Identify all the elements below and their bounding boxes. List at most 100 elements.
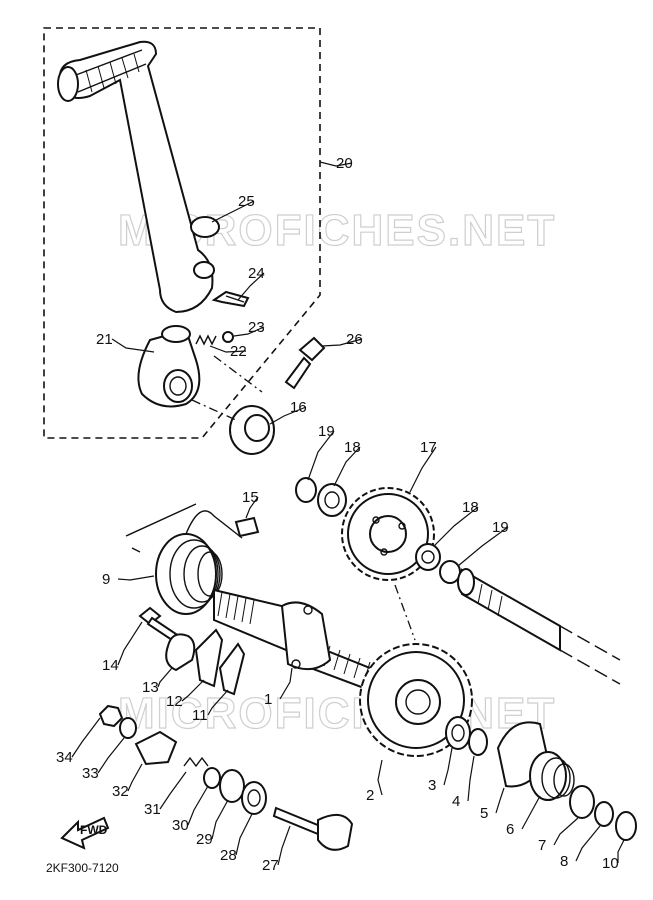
circlip-19-right (439, 560, 461, 584)
diagram-code: 2KF300-7120 (46, 861, 119, 875)
leader-line-14 (117, 621, 143, 666)
callout-12: 12 (166, 693, 183, 710)
bolt-24 (211, 290, 250, 308)
leader-line-19 (307, 430, 335, 481)
bolt-26 (284, 336, 326, 390)
spring-bracket-line (125, 503, 197, 553)
idle-shaft (457, 568, 621, 685)
leader-line-5 (495, 787, 505, 814)
leader-line-18 (433, 506, 479, 547)
callout-18: 18 (462, 499, 479, 516)
leader-line-34 (71, 717, 101, 758)
leader-line-9 (117, 575, 155, 581)
leader-line-26 (321, 338, 363, 347)
leader-line-32 (127, 763, 143, 792)
bolt-14 (138, 606, 178, 642)
leader-line-8 (575, 825, 601, 862)
leader-line-11 (207, 689, 229, 716)
watermark-bottom: MICROFICHES.NET (118, 689, 556, 738)
leader-line-16 (269, 406, 307, 425)
callout-10: 10 (602, 855, 619, 872)
callout-26: 26 (346, 331, 363, 348)
washer-3 (445, 716, 471, 750)
leader-line-15 (245, 496, 259, 519)
callout-5: 5 (480, 805, 488, 822)
leader-line-7 (553, 817, 579, 846)
callout-18: 18 (344, 439, 361, 456)
spring-31 (183, 756, 209, 768)
leader-line-30 (187, 785, 209, 826)
washer-18-right (415, 543, 441, 571)
washer-29 (219, 769, 245, 803)
pin-15 (234, 516, 260, 538)
leader-line-24 (237, 272, 265, 301)
bracket-32 (134, 730, 178, 766)
callout-33: 33 (82, 765, 99, 782)
leader-line-33 (97, 737, 125, 774)
plate-13 (165, 633, 196, 672)
callout-30: 30 (172, 817, 189, 834)
bearing-28 (241, 781, 267, 815)
leader-line-10 (617, 839, 625, 863)
fwd-arrow-icon: FWD (60, 816, 110, 850)
callout-23: 23 (248, 319, 265, 336)
callout-31: 31 (144, 801, 161, 818)
callout-8: 8 (560, 853, 568, 870)
callout-32: 32 (112, 783, 129, 800)
callout-16: 16 (290, 399, 307, 416)
leader-line-18 (333, 446, 361, 487)
plate-12 (194, 628, 224, 688)
centerline-boss (213, 355, 263, 393)
callout-34: 34 (56, 749, 73, 766)
callout-7: 7 (538, 837, 546, 854)
callout-11: 11 (192, 707, 208, 724)
callout-21: 21 (96, 331, 113, 348)
callout-1: 1 (264, 691, 272, 708)
leader-line-2 (377, 759, 383, 796)
spring-6 (529, 751, 575, 801)
leader-line-27 (277, 825, 291, 866)
callout-25: 25 (238, 193, 255, 210)
washer-30 (203, 767, 221, 789)
gear-17 (341, 487, 435, 581)
leader-line-4 (467, 755, 475, 802)
washer-33 (119, 717, 137, 739)
leader-line-3 (443, 747, 453, 786)
leader-line-17 (409, 446, 437, 493)
centerline-gears (394, 584, 416, 641)
leader-line-6 (521, 795, 541, 830)
clip-11 (218, 642, 246, 696)
callout-28: 28 (220, 847, 237, 864)
washer-18-top (317, 483, 347, 517)
callout-20: 20 (336, 155, 353, 172)
washer-10 (615, 811, 637, 841)
callout-22: 22 (230, 343, 247, 360)
centerline-crank (191, 399, 237, 421)
callout-19: 19 (318, 423, 335, 440)
callout-17: 17 (420, 439, 437, 456)
callout-2: 2 (366, 787, 374, 804)
circlip-4 (468, 728, 488, 756)
leader-line-25 (211, 200, 255, 223)
callout-numbers: 1234567891011121314151617181819192021222… (56, 155, 619, 874)
callout-6: 6 (506, 821, 514, 838)
shaft-27 (272, 806, 354, 851)
callout-27: 27 (262, 857, 279, 874)
callout-15: 15 (242, 489, 259, 506)
kick-crank-lever (57, 40, 215, 314)
leader-line-13 (157, 667, 173, 688)
callout-9: 9 (102, 571, 110, 588)
leader-lines (71, 161, 625, 866)
nut-34 (98, 704, 124, 728)
callout-4: 4 (452, 793, 460, 810)
callout-13: 13 (142, 679, 159, 696)
washer-7 (569, 785, 595, 819)
leader-line-20 (319, 161, 353, 167)
callout-24: 24 (248, 265, 265, 282)
leader-line-29 (211, 799, 229, 840)
callout-3: 3 (428, 777, 436, 794)
washer-8 (594, 801, 614, 827)
kick-spring-9 (155, 510, 243, 615)
callout-19: 19 (492, 519, 509, 536)
